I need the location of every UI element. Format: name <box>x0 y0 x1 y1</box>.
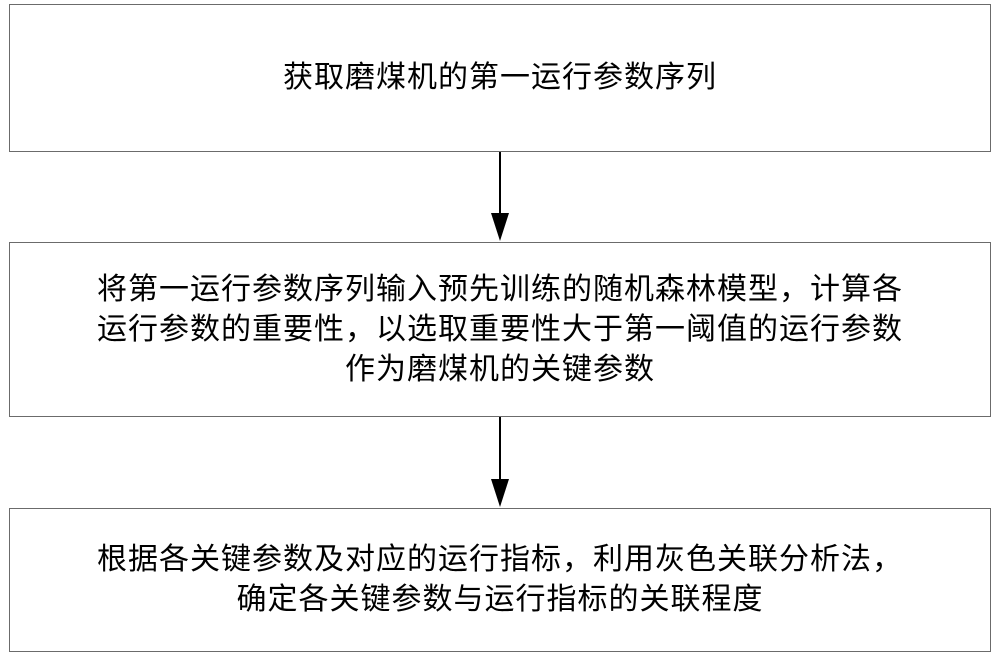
step-2-line-1: 将第一运行参数序列输入预先训练的随机森林模型，计算各 <box>97 271 903 307</box>
step-1-text: 获取磨煤机的第一运行参数序列 <box>283 58 717 98</box>
arrow-step-1-to-2 <box>491 152 509 241</box>
step-2-line-3: 作为磨煤机的关键参数 <box>345 351 655 387</box>
step-3-text: 根据各关键参数及对应的运行指标，利用灰色关联分析法， 确定各关键参数与运行指标的… <box>97 540 903 620</box>
step-2-box: 将第一运行参数序列输入预先训练的随机森林模型，计算各 运行参数的重要性，以选取重… <box>9 242 991 417</box>
step-2-line-2: 运行参数的重要性，以选取重要性大于第一阈值的运行参数 <box>97 311 903 347</box>
step-3-line-1: 根据各关键参数及对应的运行指标，利用灰色关联分析法， <box>97 542 903 577</box>
step-1-box: 获取磨煤机的第一运行参数序列 <box>9 4 991 152</box>
step-2-text: 将第一运行参数序列输入预先训练的随机森林模型，计算各 运行参数的重要性，以选取重… <box>97 270 903 390</box>
arrow-1-head <box>491 213 509 241</box>
step-3-box: 根据各关键参数及对应的运行指标，利用灰色关联分析法， 确定各关键参数与运行指标的… <box>9 508 991 652</box>
step-1-line-1: 获取磨煤机的第一运行参数序列 <box>283 60 717 95</box>
step-3-line-2: 确定各关键参数与运行指标的关联程度 <box>236 582 764 617</box>
arrow-step-2-to-3 <box>491 417 509 507</box>
arrow-2-head <box>491 479 509 507</box>
